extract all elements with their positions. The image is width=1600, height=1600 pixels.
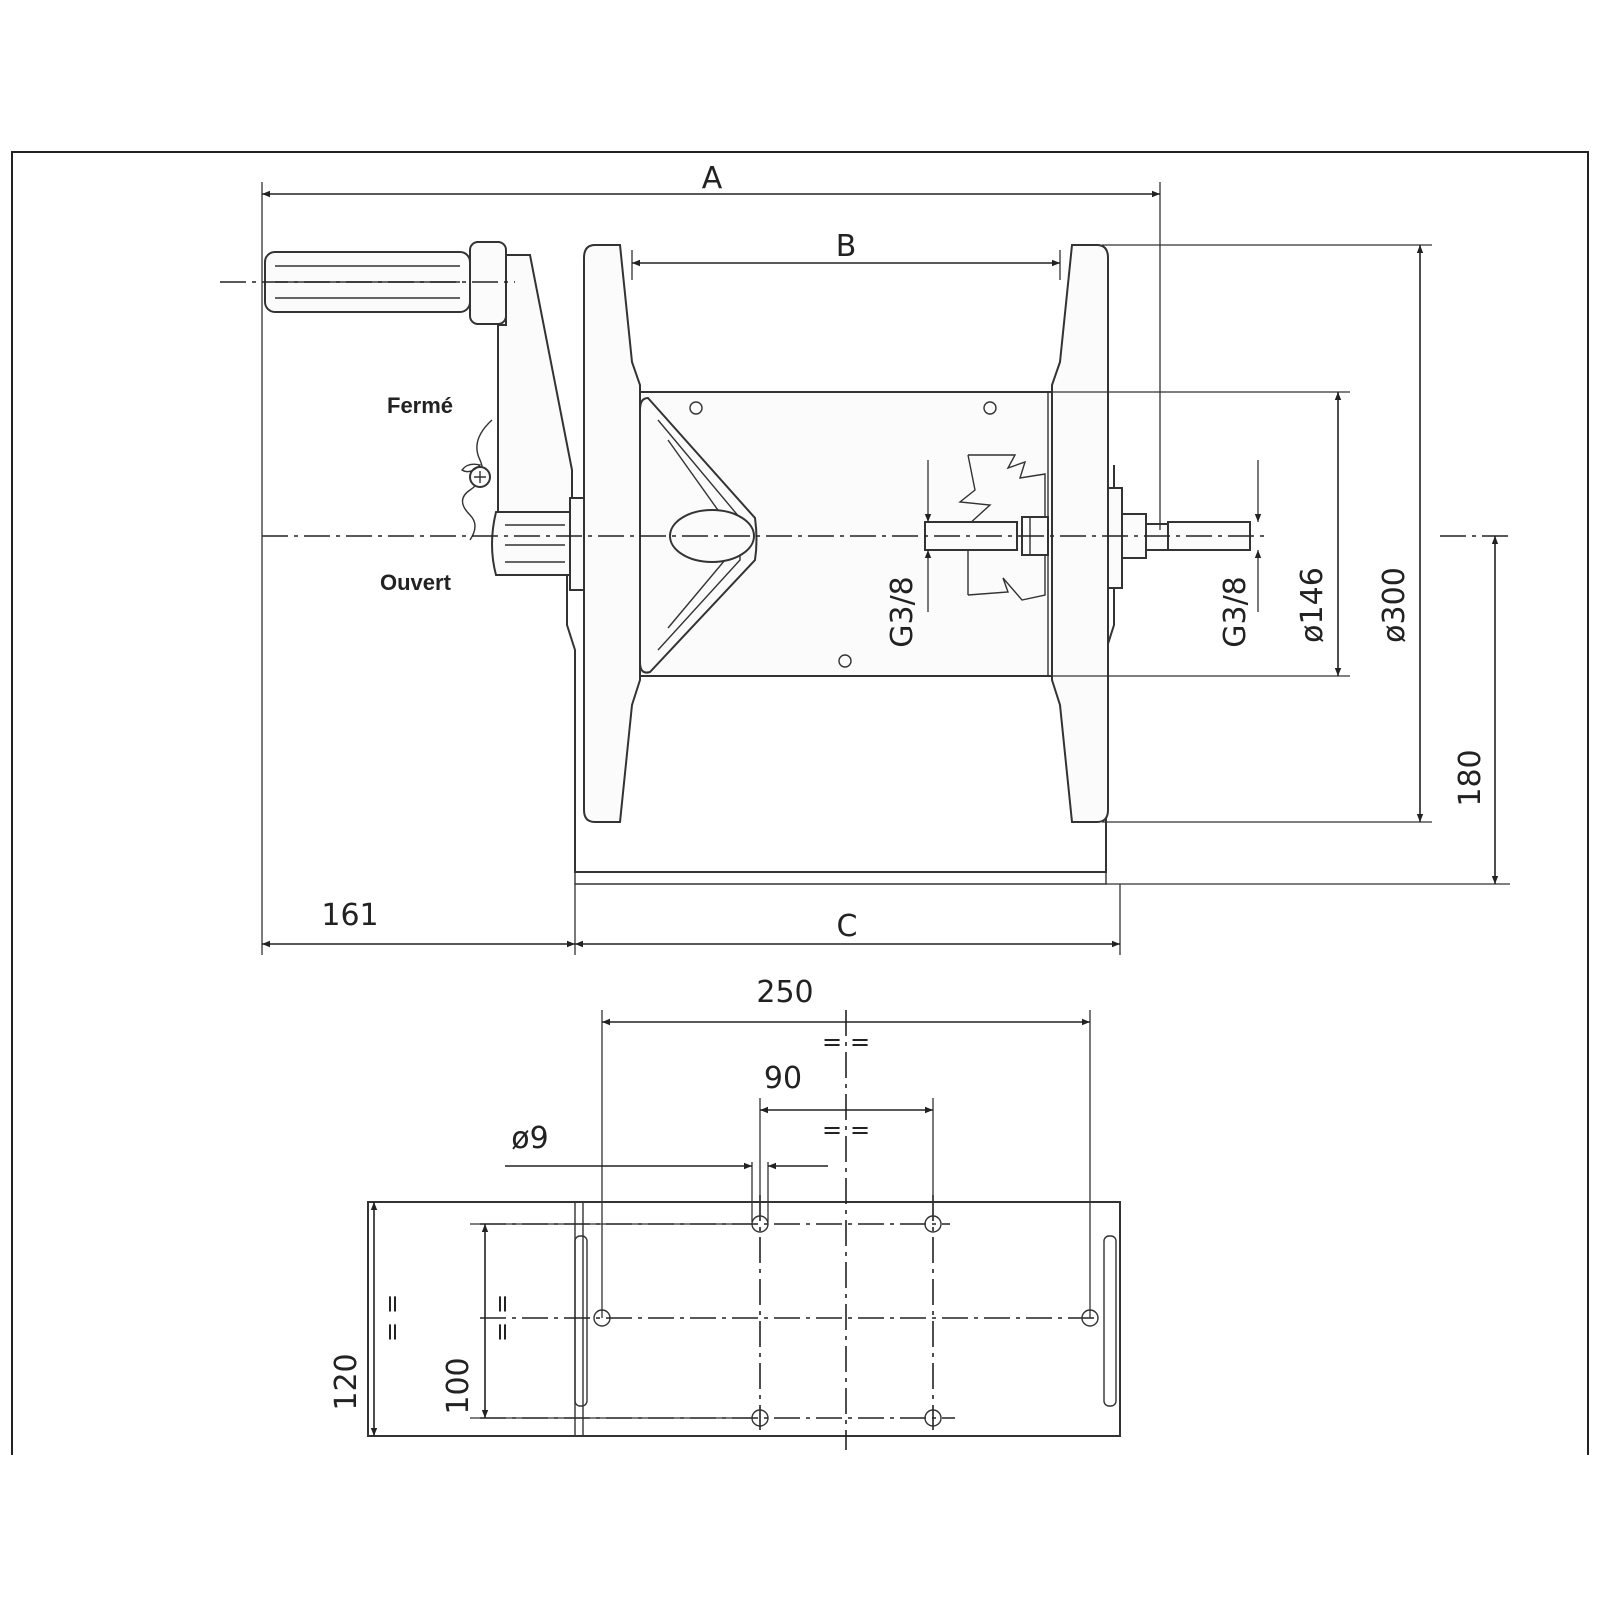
right-hub-plate: [1107, 487, 1123, 589]
base-slot-right: [1103, 1235, 1117, 1407]
dim-90-sym-left: =: [822, 1116, 842, 1144]
crank-shaft-collar: [569, 497, 585, 591]
dim-250-sym-right: =: [850, 1028, 870, 1056]
drum-hole: [983, 401, 997, 415]
closed-label: Fermé: [387, 393, 453, 418]
drum-hole: [689, 401, 703, 415]
lock-lever-body: [460, 463, 482, 473]
base-plate: [367, 1201, 1121, 1437]
crank-arm: [497, 254, 573, 516]
dim-90-sym-right: =: [850, 1116, 870, 1144]
mounting-hole: [924, 1409, 942, 1427]
lock-lever-pivot-mark: [474, 471, 486, 483]
dim-250-sym-left: =: [822, 1028, 842, 1056]
dim-120-label: 120: [329, 1353, 364, 1410]
dim-146-label: ø146: [1295, 567, 1330, 643]
front-view: Fermé Ouvert A B C 161 G3/8 G3/8 ø146: [220, 161, 1510, 955]
dim-100-label: 100: [441, 1357, 476, 1414]
crank-hub: [491, 511, 571, 576]
dim-180-label: 180: [1453, 749, 1488, 806]
hose-guide-boss: [669, 509, 755, 563]
right-flange: [1051, 244, 1109, 823]
base-plate-view: 250 = = 90 = = ø9 120 = = 100 = =: [329, 975, 1121, 1450]
dim-g38-right-label: G3/8: [1218, 576, 1253, 648]
base-bracket-inner: [574, 872, 1107, 885]
right-inlet-fitting: [1145, 523, 1169, 551]
base-bracket: [566, 465, 1115, 873]
open-label: Ouvert: [380, 570, 452, 595]
dim-161-label: 161: [321, 898, 378, 933]
dim-300-label: ø300: [1377, 567, 1412, 643]
dim-g38-left-label: G3/8: [885, 576, 920, 648]
left-flange: [583, 244, 641, 823]
section-break-bottom: [967, 545, 1046, 601]
dim-250-label: 250: [756, 975, 813, 1010]
dim-120-sym-bottom: =: [378, 1322, 406, 1342]
base-slot-left: [574, 1235, 588, 1407]
dim-120-sym-top: =: [378, 1294, 406, 1314]
dim-b-label: B: [836, 229, 857, 264]
crank-grip-collar: [469, 241, 507, 325]
dim-9-label: ø9: [511, 1121, 548, 1156]
dim-100-sym-bottom: =: [488, 1322, 516, 1342]
dim-c-label: C: [837, 909, 858, 944]
drum-hole: [838, 654, 852, 668]
section-break-top: [968, 454, 1046, 520]
dim-a-label: A: [702, 161, 723, 196]
mounting-hole: [924, 1215, 942, 1233]
drawing-frame: [11, 151, 1589, 1455]
dim-100-sym-top: =: [488, 1294, 516, 1314]
lock-lever-spring: [461, 419, 493, 541]
dim-90-label: 90: [764, 1061, 802, 1096]
